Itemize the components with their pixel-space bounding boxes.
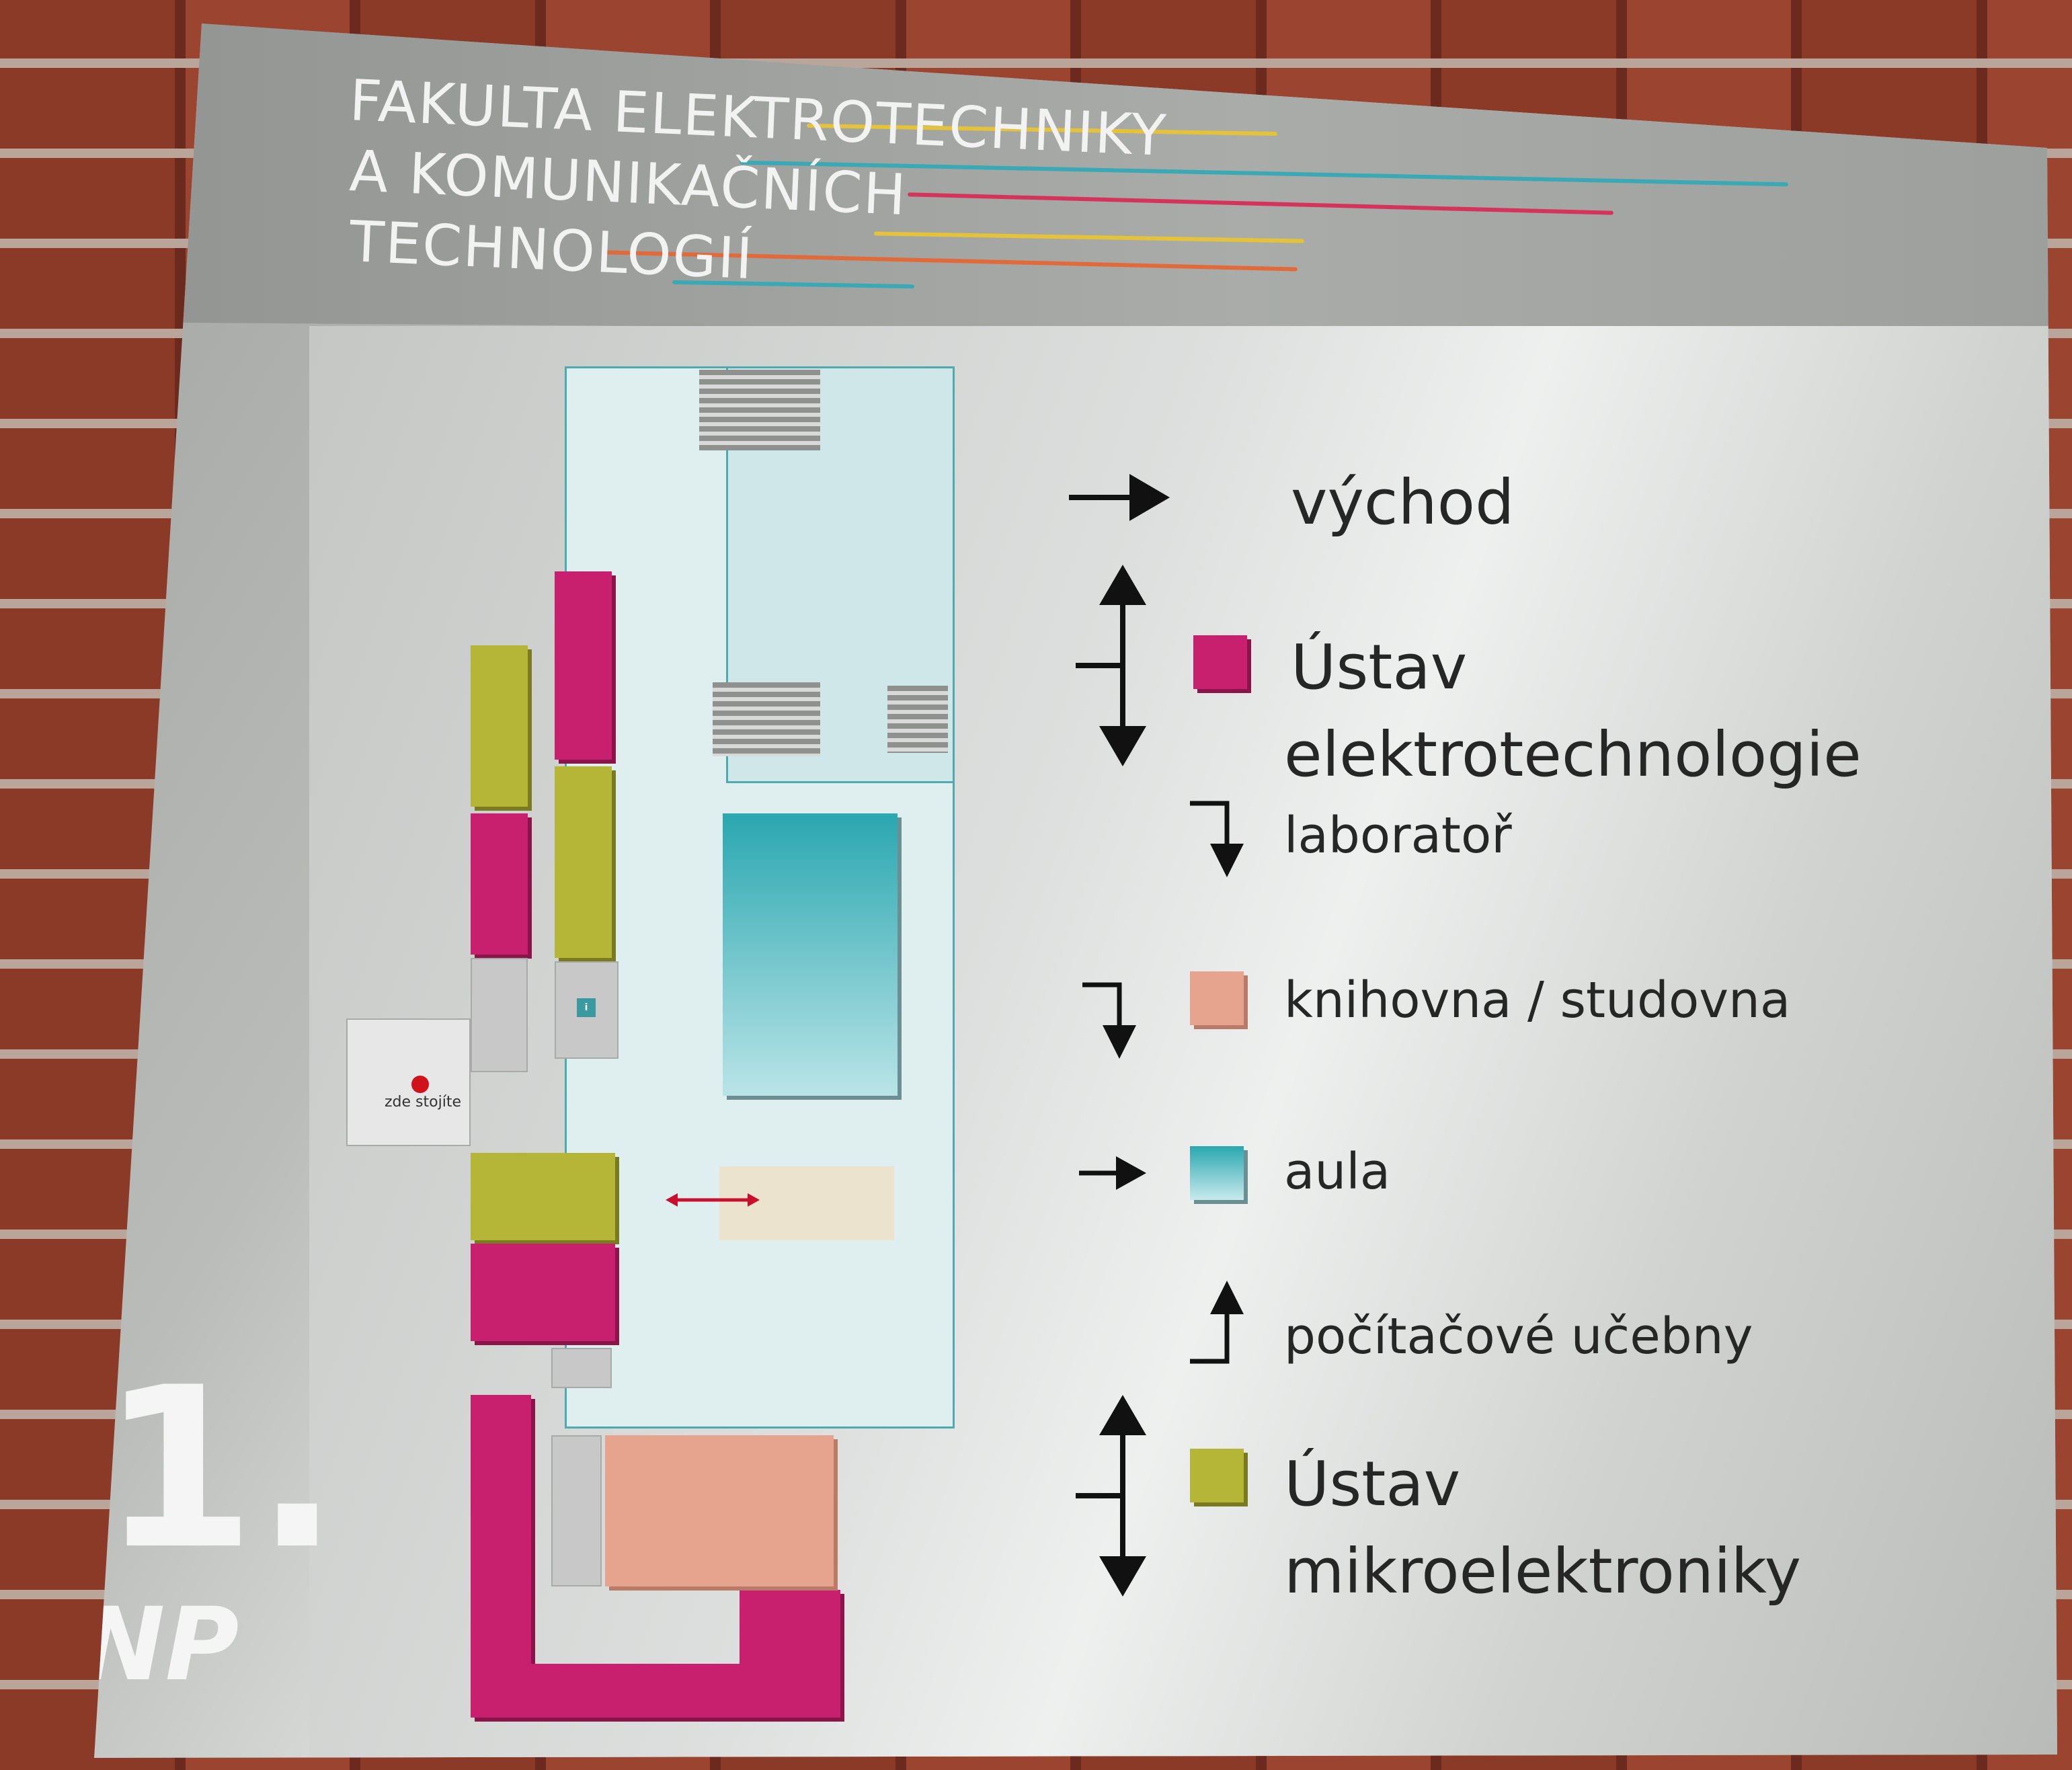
swatch-knihovna	[1190, 971, 1244, 1025]
exit-arrow-icon	[1069, 474, 1170, 521]
right-arrow-icon-aula	[1079, 1156, 1146, 1190]
turn-down-arrow-icon-1	[1190, 801, 1244, 877]
room-knihovna	[605, 1435, 834, 1586]
info-icon: i	[577, 998, 596, 1017]
room-elektrotechnologie-3	[471, 1244, 615, 1341]
legend-lab: laboratoř	[1284, 807, 1512, 864]
room-elektrotechnologie-4	[471, 1395, 531, 1711]
room-elektrotechnologie-6	[740, 1590, 840, 1718]
room-mikroelektroniky-1	[471, 645, 528, 807]
staircase-east	[887, 686, 948, 753]
wc-block-north	[471, 958, 528, 1072]
legend-dept1-line2: elektrotechnologie	[1284, 719, 1862, 791]
legend-hall: aula	[1284, 1143, 1391, 1201]
turn-up-arrow-icon	[1190, 1281, 1244, 1364]
turn-down-arrow-icon-2	[1082, 982, 1136, 1059]
floor-number: 1.	[101, 1340, 340, 1598]
room-elektrotechnologie-1	[555, 571, 612, 760]
legend-dept2-line1: Ústav	[1284, 1448, 1461, 1520]
map-panel: i	[309, 326, 2057, 1758]
entrance-lobby	[346, 1018, 471, 1146]
legend-computers: počítačové učebny	[1284, 1308, 1753, 1365]
room-mikroelektroniky-2	[555, 766, 612, 958]
room-aula	[723, 813, 898, 1096]
you-are-here-label: zde stojíte	[385, 1094, 461, 1111]
floor-code: NP	[81, 1586, 239, 1703]
staircase-middle	[713, 682, 820, 756]
updown-arrow-icon-2	[1076, 1395, 1146, 1597]
legend-dept2-line2: mikroelektroniky	[1284, 1535, 1802, 1607]
room-mikroelektroniky-3	[471, 1153, 615, 1240]
legend-dept1-line1: Ústav	[1291, 631, 1468, 703]
swatch-elektrotechnologie	[1193, 635, 1247, 689]
swatch-mikroelektroniky	[1190, 1449, 1244, 1502]
wc-block-south	[551, 1435, 602, 1586]
legend-library: knihovna / studovna	[1284, 971, 1791, 1029]
swatch-aula	[1190, 1146, 1244, 1200]
passage-arrow	[666, 1193, 760, 1207]
staircase-north	[699, 370, 820, 450]
room-elektrotechnologie-2	[471, 813, 528, 955]
info-desk	[555, 961, 619, 1059]
updown-arrow-icon-1	[1076, 565, 1146, 766]
you-are-here-marker	[411, 1076, 429, 1093]
legend-exit: východ	[1291, 467, 1515, 538]
elevator-south	[551, 1348, 612, 1388]
